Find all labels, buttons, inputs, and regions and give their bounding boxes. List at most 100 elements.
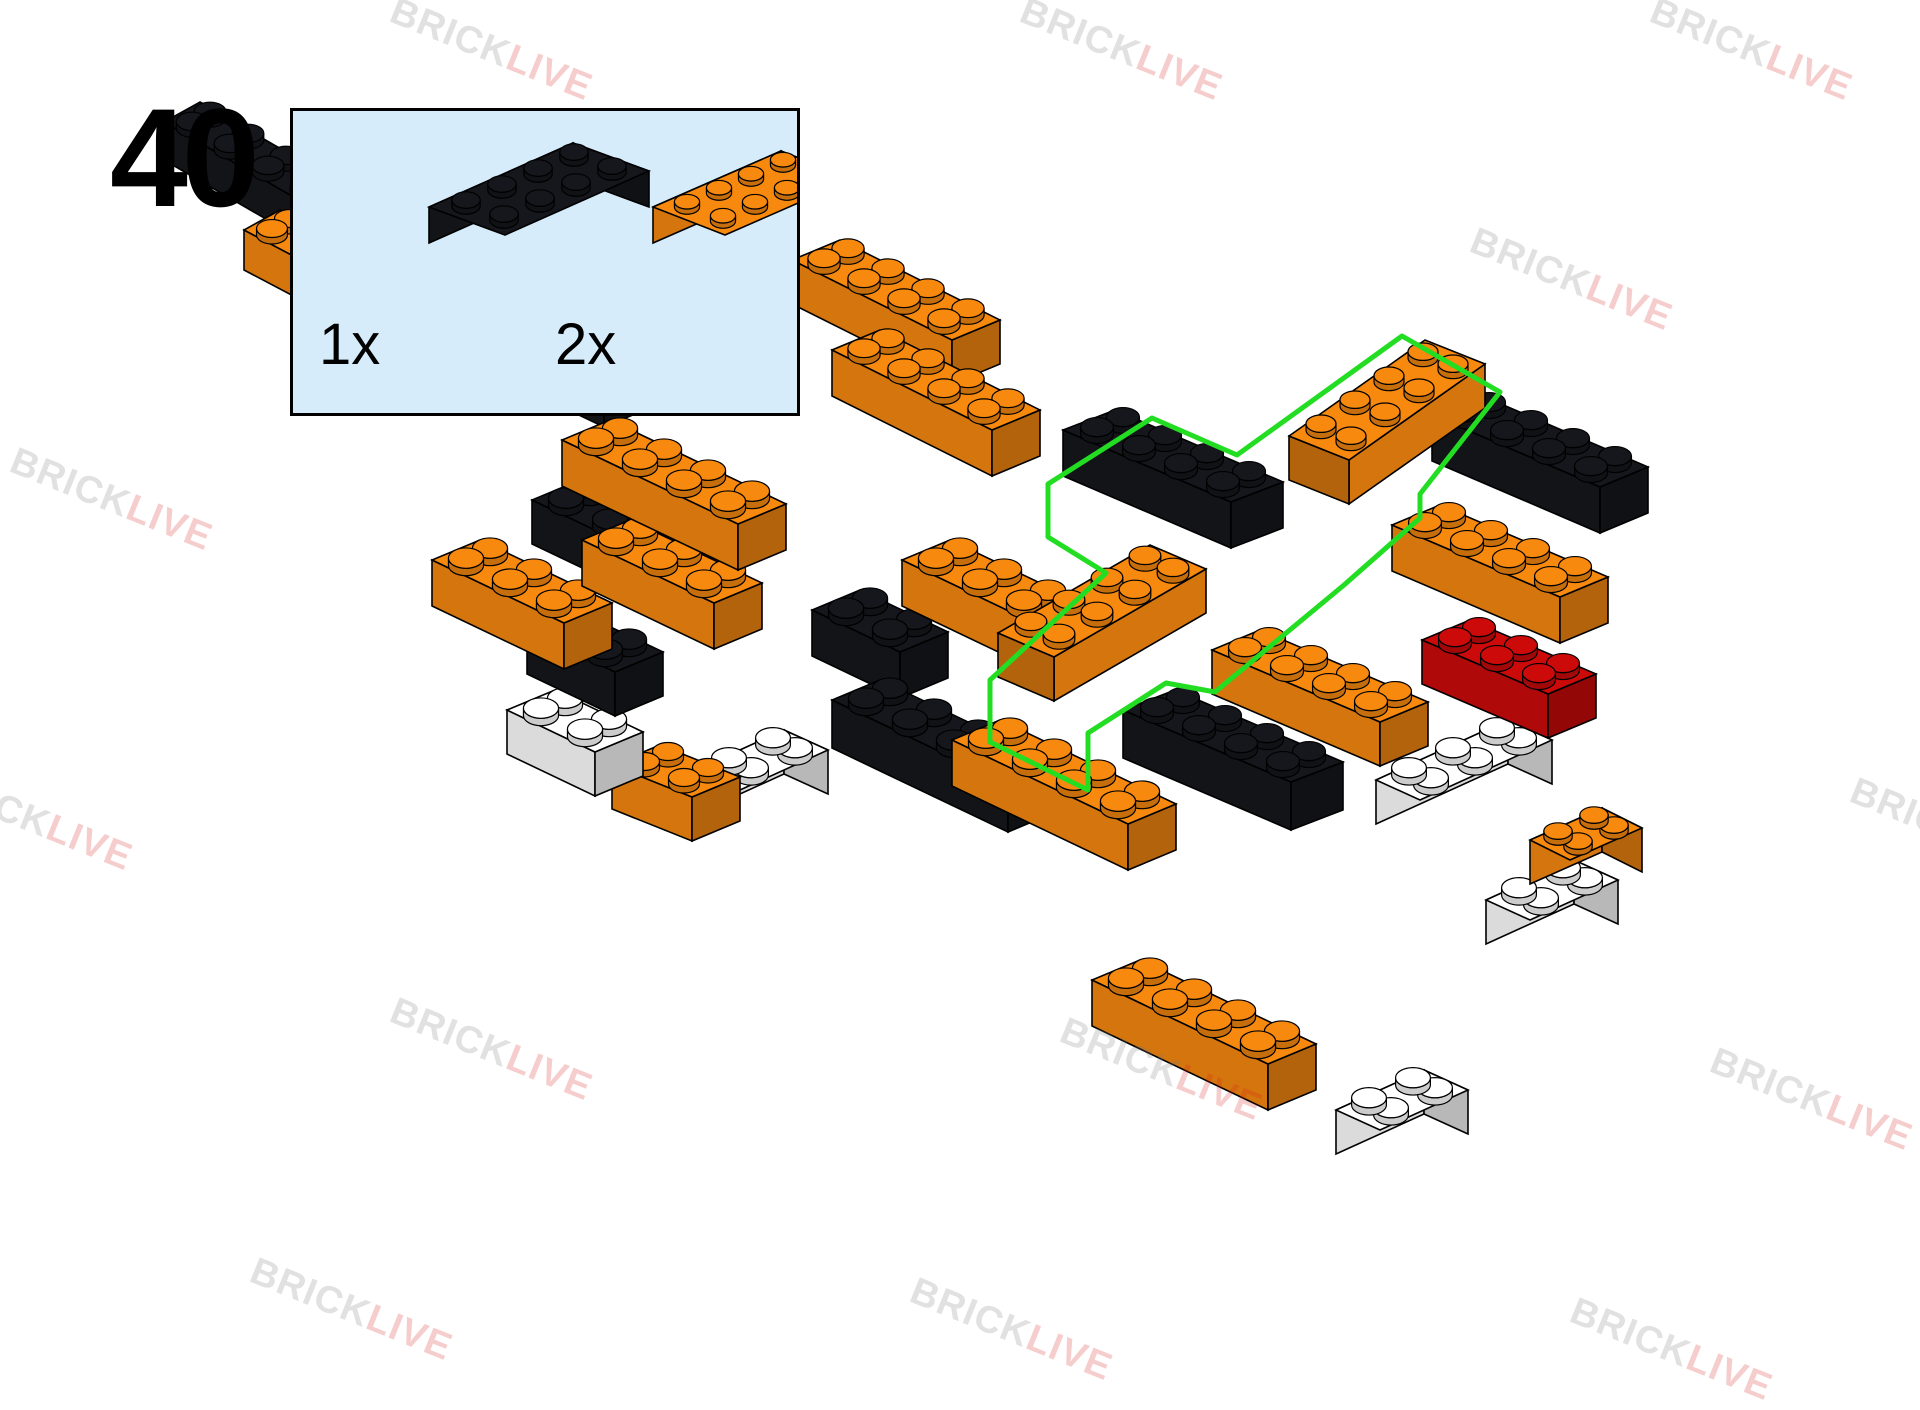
body-orange-2-stud — [621, 448, 659, 478]
shoulder-black-stud — [1223, 732, 1259, 761]
body-orange-1-stud — [641, 548, 679, 578]
head-orange-stud — [1449, 529, 1485, 558]
parts-list-black-brick-top — [426, 142, 652, 236]
front-foot-right-stud — [1501, 877, 1537, 906]
shoulder-black-stud — [1265, 750, 1301, 779]
black-brick-2x4-part — [426, 141, 652, 245]
rear-foot-left-stud — [755, 727, 791, 756]
shoulder-black-stud — [1165, 686, 1201, 715]
nose-red-stud — [1437, 626, 1473, 655]
front-leg-right — [1528, 806, 1644, 886]
instruction-canvas — [162, 101, 1651, 1156]
body-orange-3-stud — [927, 308, 961, 335]
head-orange-stud — [1491, 547, 1527, 576]
new-orange-long-stud — [1373, 366, 1405, 392]
parts-list-black-brick-stud — [597, 157, 627, 181]
body-orange-1-stud — [597, 527, 635, 557]
front-leg-orange-stud — [1239, 1030, 1277, 1060]
front-leg-orange — [1090, 957, 1318, 1112]
parts-list-images — [426, 141, 797, 245]
new-orange-short — [996, 544, 1208, 703]
shoulder-black-stud — [1139, 696, 1175, 725]
shoulder-black-stud — [1207, 704, 1243, 733]
body-orange-5-stud — [961, 568, 999, 598]
front-leg-orange-stud — [1195, 1009, 1233, 1039]
new-black-brick — [1060, 406, 1286, 550]
new-orange-long-stud — [1407, 342, 1439, 368]
tail-brick-black-stud — [251, 155, 285, 182]
parts-list-orange-brick-stud — [737, 165, 765, 187]
new-orange-short-stud — [1042, 623, 1076, 650]
body-orange-6-stud — [1099, 790, 1137, 820]
parts-list-black-brick-stud — [451, 191, 481, 215]
shoulder-black — [1120, 686, 1346, 832]
body-black-3-stud — [847, 687, 885, 717]
head-black-stud — [1489, 419, 1525, 448]
body-orange-2-stud — [709, 490, 747, 520]
parts-list-black-brick-stud — [525, 189, 555, 213]
parts-list-orange-brick-stud — [741, 193, 769, 215]
head-orange-stud — [1533, 565, 1569, 594]
nose-red — [1419, 616, 1599, 740]
head-orange-lower-stud — [1353, 690, 1389, 719]
head-orange-stud — [1407, 511, 1443, 540]
orange-brick-2x4-part — [650, 149, 797, 245]
new-orange-long-stud — [1369, 402, 1401, 428]
parts-list-black-brick-stud — [487, 175, 517, 199]
nose-red-stud — [1479, 644, 1515, 673]
head-orange-lower-stud — [1269, 654, 1305, 683]
body-black-1-stud — [547, 487, 585, 517]
parts-list-black-brick-stud — [523, 159, 553, 183]
new-parts-highlight — [987, 333, 1503, 793]
head-orange-lower — [1209, 626, 1431, 768]
rear-leg-left-stud — [651, 741, 685, 768]
shoulder-black-stud — [1181, 714, 1217, 743]
new-black-brick-stud — [1079, 416, 1115, 445]
body-black-2-stud — [871, 618, 909, 648]
rear-leg-left-stud — [667, 767, 701, 794]
chest-white-stud — [1435, 737, 1471, 766]
head-black-stud — [1573, 455, 1609, 484]
body-black-3-stud — [891, 708, 929, 738]
parts-list-black-brick — [426, 141, 652, 245]
parts-list-black-brick-stud — [561, 173, 591, 197]
front-foot-mid-stud — [1351, 1087, 1387, 1116]
front-leg-orange-stud — [1151, 988, 1189, 1018]
parts-list-orange-brick — [650, 149, 797, 245]
new-orange-long-stud — [1403, 378, 1435, 404]
rear-body-orange-stud — [535, 589, 573, 619]
body-orange-3-stud — [847, 268, 881, 295]
chest-white-stud — [1391, 757, 1427, 786]
body-orange-6 — [950, 717, 1178, 872]
new-orange-long — [1287, 339, 1487, 506]
body-orange-4-stud — [887, 358, 921, 385]
head-orange-lower-stud — [1311, 672, 1347, 701]
rear-leg-left-stud — [691, 757, 725, 784]
parts-list-orange-brick-stud — [773, 179, 797, 201]
new-orange-short-stud — [1118, 579, 1152, 606]
parts-list-orange-brick-stud — [709, 207, 737, 229]
new-orange-short-stud — [1080, 601, 1114, 628]
part-count-black: 1x — [319, 312, 381, 377]
body-black-2-stud — [827, 597, 865, 627]
head-black-stud — [1531, 437, 1567, 466]
body-orange-4-stud — [967, 398, 1001, 425]
new-black-brick-stud — [1231, 460, 1267, 489]
new-orange-short-stud — [1156, 557, 1190, 584]
parts-list-black-brick-stud — [489, 205, 519, 229]
head-orange — [1389, 501, 1611, 645]
new-orange-long-top — [1287, 339, 1487, 461]
front-leg-orange-stud — [1107, 967, 1145, 997]
body-orange-4 — [830, 328, 1042, 478]
new-parts-outline — [987, 333, 1503, 793]
tail-brick-black-stud — [175, 111, 209, 138]
body-orange-4-stud — [847, 338, 881, 365]
front-foot-mid-stud — [1395, 1067, 1431, 1096]
front-leg-right-stud — [1579, 806, 1609, 830]
new-black-brick-stud — [1163, 452, 1199, 481]
front-foot-mid — [1334, 1067, 1470, 1156]
rear-body-orange — [430, 537, 614, 671]
body-orange-1-stud — [685, 569, 723, 599]
new-orange-long-stud — [1339, 390, 1371, 416]
parts-list-orange-brick-stud — [673, 193, 701, 215]
